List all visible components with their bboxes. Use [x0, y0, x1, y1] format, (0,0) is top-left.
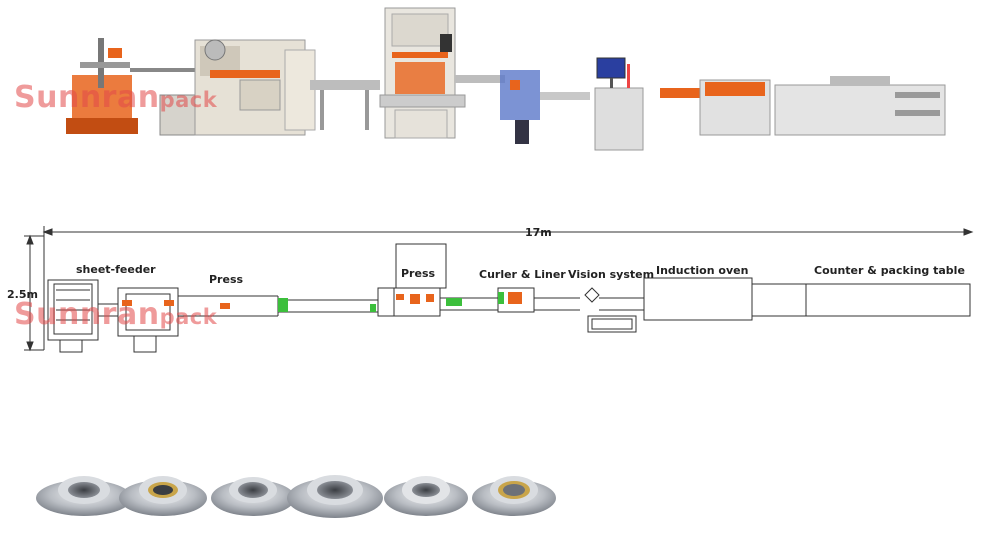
press-machine-1 [159, 39, 316, 136]
vision-system-label: Vision system [568, 268, 655, 281]
packing-table-label: Counter & packing table [814, 264, 965, 277]
vision-system-machine [594, 57, 644, 151]
vision-block [584, 287, 600, 303]
curler-liner-machine [500, 70, 590, 144]
press-2-label: Press [401, 267, 436, 280]
overall-width-label: 2.5m [7, 288, 38, 301]
sheet-feeder-label: sheet-feeder [76, 263, 156, 276]
induction-oven-label: Induction oven [656, 264, 749, 277]
product-samples [36, 475, 556, 518]
press-2-block [395, 243, 447, 289]
press-1-block [117, 287, 179, 337]
curler-liner-label: Curler & Liner [479, 268, 566, 281]
packing-table-block [751, 283, 807, 317]
product-5 [384, 476, 468, 516]
induction-oven-machine [660, 79, 771, 136]
conveyor-2 [455, 75, 505, 83]
press-machine-2 [379, 7, 466, 139]
layout-diagram [24, 226, 974, 353]
product-1 [36, 476, 132, 516]
product-6 [472, 476, 556, 516]
overall-length-label: 17m [525, 226, 552, 239]
conveyor-1 [310, 80, 380, 130]
press-1-label: Press [209, 273, 244, 286]
induction-oven-block [643, 277, 753, 321]
sheet-feeder-machine [66, 38, 200, 134]
product-4 [287, 475, 383, 518]
product-3 [211, 477, 295, 516]
packing-table-machine [774, 76, 946, 136]
product-2 [119, 476, 207, 516]
production-line-photo [66, 7, 946, 151]
